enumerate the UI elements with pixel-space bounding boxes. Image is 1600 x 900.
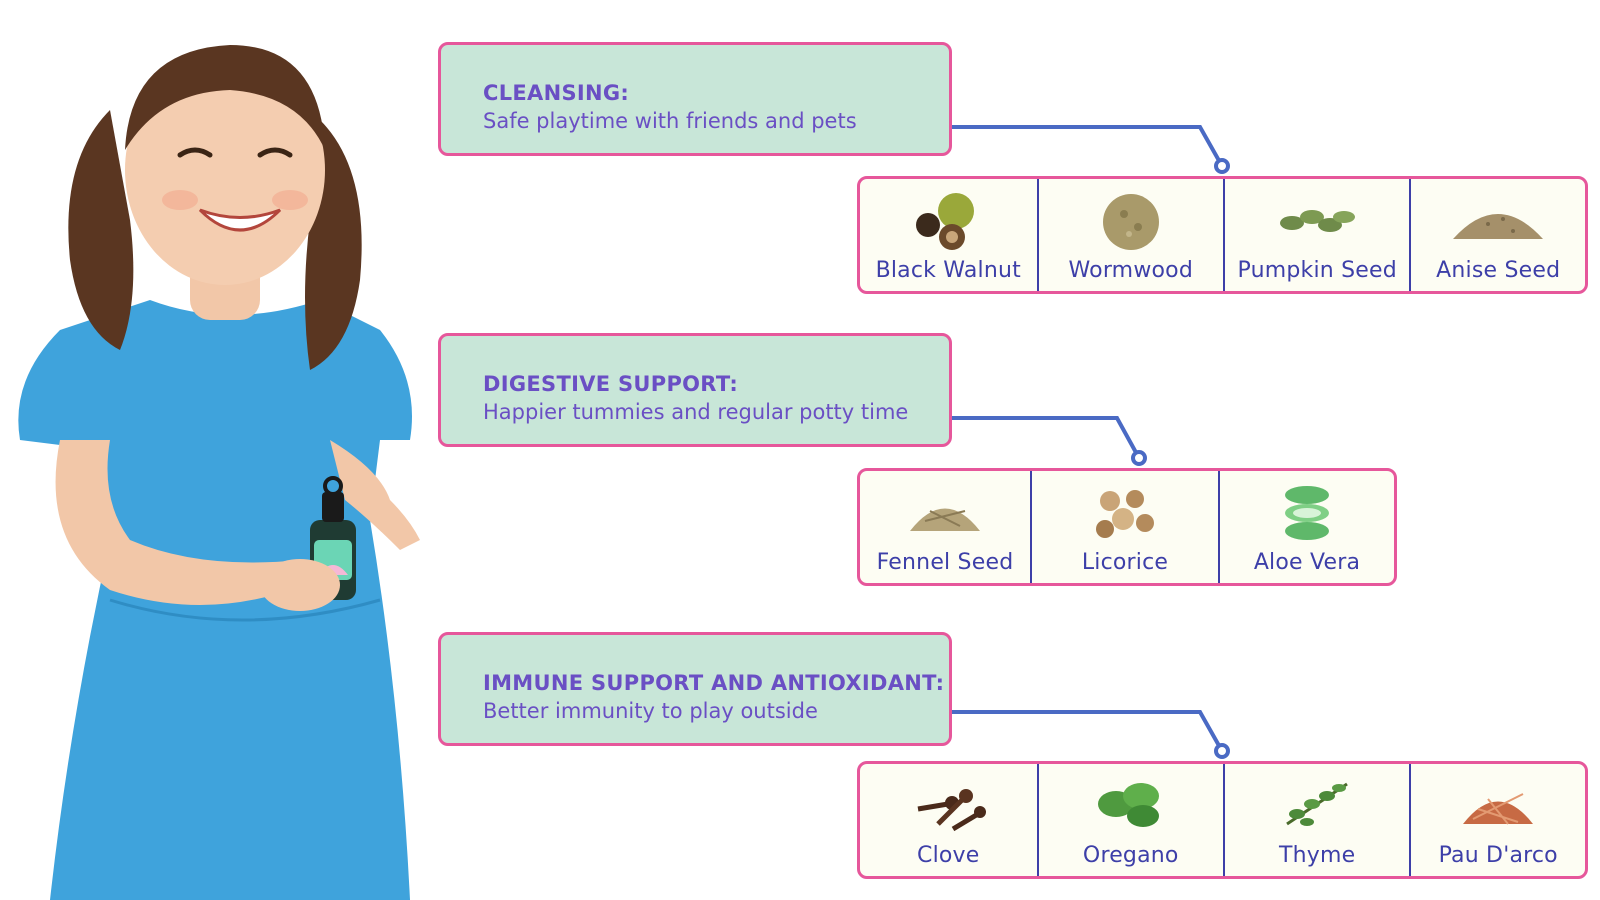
- benefit-description: Safe playtime with friends and pets: [483, 109, 857, 133]
- ingredient-cell: Thyme: [1225, 764, 1412, 876]
- ingredient-strip-immune: Clove Oregano Thyme Pau D'arco: [857, 761, 1588, 879]
- benefit-title: CLEANSING:: [483, 81, 630, 105]
- ingredient-cell: Wormwood: [1039, 179, 1225, 291]
- benefit-cleansing: CLEANSING: Safe playtime with friends an…: [438, 42, 952, 156]
- wormwood-icon: [1102, 194, 1159, 250]
- ingredient-label: Pau D'arco: [1438, 843, 1558, 868]
- ingredient-strip-digestive: Fennel Seed Licorice Aloe Vera: [857, 468, 1397, 586]
- ingredient-cell: Clove: [860, 764, 1039, 876]
- ingredient-cell: Oregano: [1039, 764, 1225, 876]
- ingredient-label: Aloe Vera: [1253, 550, 1361, 575]
- anise-seed-icon: [1453, 214, 1544, 239]
- fennel-seed-icon: [910, 508, 980, 531]
- ingredient-cell: Licorice: [1032, 471, 1220, 583]
- benefit-immune-support: IMMUNE SUPPORT AND ANTIOXIDANT: Better i…: [438, 632, 952, 746]
- ingredient-cell: Anise Seed: [1411, 179, 1585, 291]
- ingredient-label: Clove: [917, 843, 980, 868]
- ingredient-cell: Aloe Vera: [1220, 471, 1394, 583]
- ingredient-label: Thyme: [1279, 843, 1356, 868]
- oregano-icon: [1097, 783, 1159, 827]
- aloe-vera-icon: [1285, 486, 1329, 540]
- benefit-description: Better immunity to play outside: [483, 699, 818, 723]
- ingredient-label: Black Walnut: [875, 258, 1021, 283]
- ingredient-cell: Pumpkin Seed: [1225, 179, 1412, 291]
- ingredient-cell: Pau D'arco: [1411, 764, 1585, 876]
- ingredient-cell: Black Walnut: [860, 179, 1039, 291]
- pumpkin-seed-icon: [1280, 210, 1356, 232]
- licorice-icon: [1096, 490, 1154, 538]
- thyme-icon: [1286, 782, 1349, 826]
- clove-icon: [917, 789, 987, 832]
- benefit-digestive-support: DIGESTIVE SUPPORT: Happier tummies and r…: [438, 333, 952, 447]
- ingredient-cell: Fennel Seed: [860, 471, 1032, 583]
- benefit-title: IMMUNE SUPPORT AND ANTIOXIDANT:: [483, 671, 945, 695]
- ingredient-label: Wormwood: [1068, 258, 1193, 283]
- ingredient-label: Pumpkin Seed: [1237, 258, 1397, 283]
- benefit-description: Happier tummies and regular potty time: [483, 400, 909, 424]
- black-walnut-icon: [916, 193, 975, 250]
- ingredient-label: Anise Seed: [1436, 258, 1561, 283]
- child-photo: [18, 45, 420, 900]
- ingredient-label: Oregano: [1082, 843, 1179, 868]
- benefit-title: DIGESTIVE SUPPORT:: [483, 372, 739, 396]
- ingredient-label: Fennel Seed: [876, 550, 1014, 575]
- pau-darco-icon: [1463, 793, 1534, 825]
- ingredient-strip-cleansing: Black Walnut Wormwood Pumpkin Seed Anise…: [857, 176, 1588, 294]
- ingredient-label: Licorice: [1081, 550, 1169, 575]
